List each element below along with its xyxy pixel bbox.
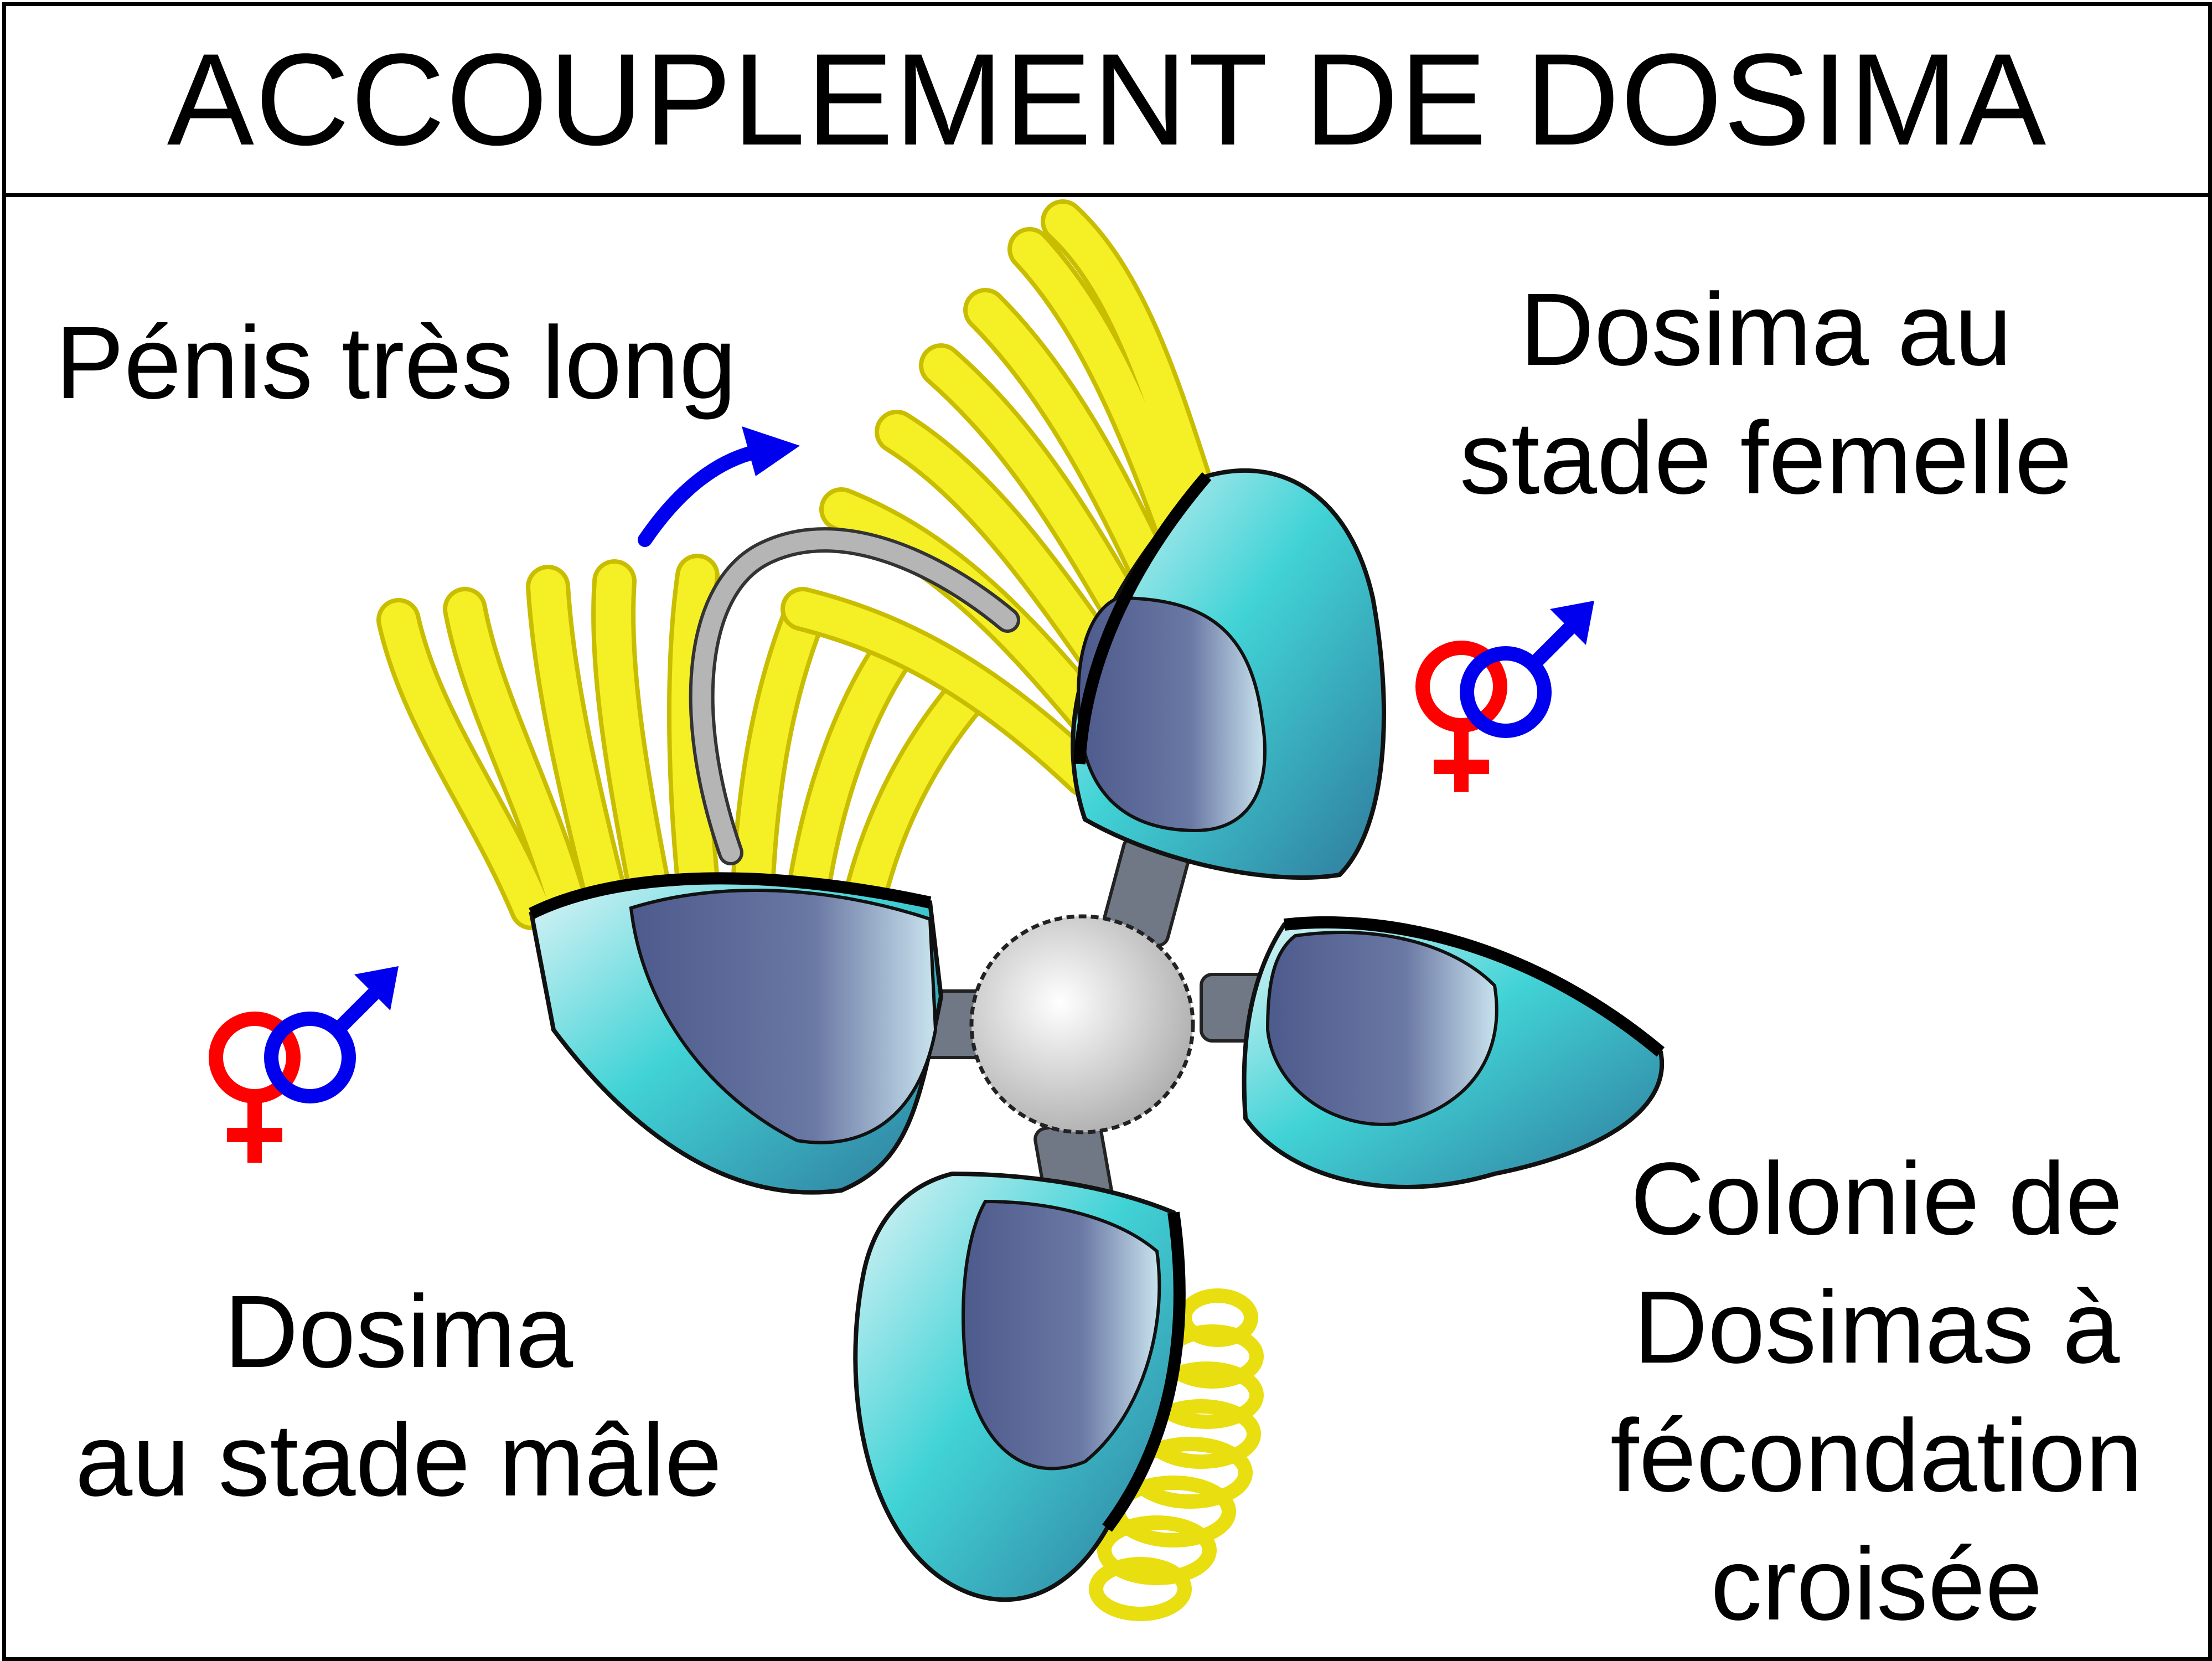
- shell-male: [529, 872, 944, 1195]
- diagram-title: ACCOUPLEMENT DE DOSIMA: [167, 27, 2048, 173]
- hermaphrodite-symbol: [209, 966, 399, 1163]
- arrow-icon: [638, 426, 800, 547]
- colony-label: Colonie de Dosimas à fécondation croisée: [1610, 1142, 2143, 1642]
- cirri-male: [376, 554, 996, 930]
- hermaphrodite-symbol: [1415, 601, 1594, 792]
- shell-right: [1242, 916, 1665, 1189]
- male-stage-label: Dosima au stade mâle: [75, 1275, 722, 1518]
- title-bar: ACCOUPLEMENT DE DOSIMA: [6, 6, 2208, 197]
- penis-label: Pénis très long: [55, 306, 737, 420]
- shell-female: [1071, 468, 1386, 880]
- float: [969, 914, 1195, 1134]
- female-stage-label: Dosima au stade femelle: [1459, 272, 2073, 515]
- shell-bottom: [853, 1171, 1186, 1602]
